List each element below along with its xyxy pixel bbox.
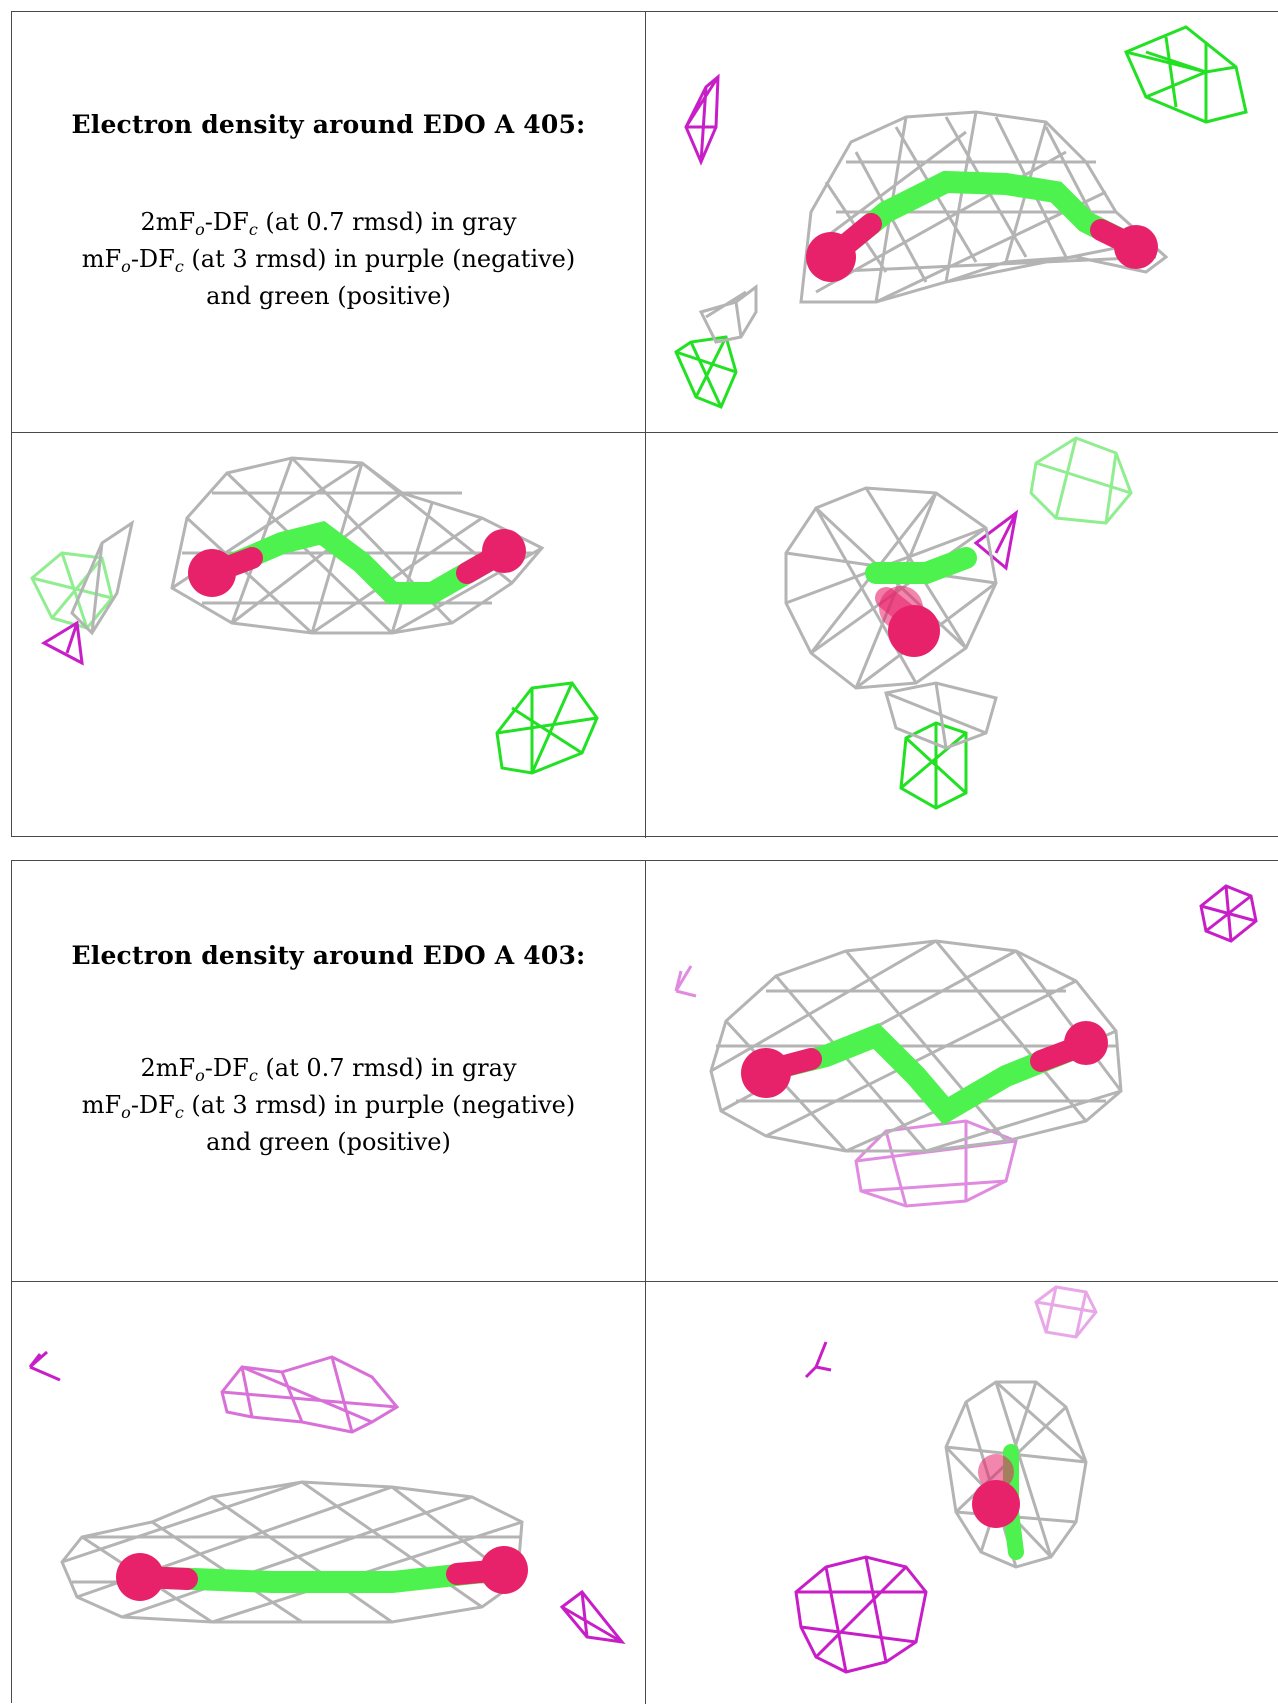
legend-line-2mfo: 2mFo-DFc (at 0.7 rmsd) in gray xyxy=(140,208,517,239)
caption-cell: Electron density around EDO A 403: 2mFo-… xyxy=(12,861,645,1281)
oxygen-atom xyxy=(480,1546,528,1594)
panel-heading: Electron density around EDO A 405: xyxy=(71,110,586,139)
oxygen-atom xyxy=(972,1480,1020,1528)
legend-line-colors: and green (positive) xyxy=(206,282,451,310)
panel-table-edo-403: Electron density around EDO A 403: 2mFo-… xyxy=(11,860,1278,1704)
panel-description: 2mFo-DFc (at 0.7 rmsd) in gray mFo-DFc (… xyxy=(12,1050,645,1161)
density-view-2 xyxy=(12,433,645,838)
oxygen-atom xyxy=(978,1454,1014,1490)
negative-density-mesh xyxy=(794,1341,928,1674)
legend-line-mfo: mFo-DFc (at 3 rmsd) in purple (negative) xyxy=(81,1091,576,1122)
legend-line-mfo: mFo-DFc (at 3 rmsd) in purple (negative) xyxy=(81,245,576,276)
negative-density-mesh xyxy=(1199,884,1258,943)
column-divider xyxy=(645,861,646,1704)
positive-density-mesh xyxy=(899,721,968,810)
positive-density-mesh xyxy=(674,25,1248,409)
negative-density-mesh-light xyxy=(1034,1285,1098,1339)
density-view-3 xyxy=(646,433,1278,838)
legend-line-colors: and green (positive) xyxy=(206,1128,451,1156)
negative-density-mesh xyxy=(28,1350,626,1645)
ligand-bonds xyxy=(131,1559,513,1593)
caption-cell: Electron density around EDO A 405: 2mFo-… xyxy=(12,12,645,432)
oxygen-atom xyxy=(1114,225,1158,269)
legend-line-2mfo: 2mFo-DFc (at 0.7 rmsd) in gray xyxy=(140,1054,517,1085)
density-view-6 xyxy=(646,1282,1278,1704)
panel-description: 2mFo-DFc (at 0.7 rmsd) in gray mFo-DFc (… xyxy=(12,204,645,315)
positive-density-mesh xyxy=(495,681,599,775)
negative-density-mesh-light xyxy=(220,1355,400,1434)
oxygen-atom xyxy=(482,529,526,573)
oxygen-atom xyxy=(741,1048,791,1098)
panel-table-edo-405: Electron density around EDO A 405: 2mFo-… xyxy=(11,11,1278,838)
negative-density-mesh-light xyxy=(674,965,1018,1208)
negative-density-mesh xyxy=(40,620,84,666)
row-divider xyxy=(12,432,1278,433)
oxygen-atom xyxy=(888,605,940,657)
positive-density-mesh-light xyxy=(1029,436,1133,525)
positive-density-mesh-light xyxy=(30,551,114,630)
density-view-4 xyxy=(646,861,1278,1281)
oxygen-atom xyxy=(806,232,856,282)
column-divider xyxy=(645,12,646,838)
gray-density-mesh xyxy=(60,1480,524,1624)
oxygen-atom xyxy=(188,549,236,597)
oxygen-atom xyxy=(1064,1021,1108,1065)
oxygen-atom xyxy=(116,1553,164,1601)
density-view-5 xyxy=(12,1282,645,1704)
density-view-1 xyxy=(646,12,1278,432)
negative-density-mesh xyxy=(684,73,720,166)
row-divider xyxy=(12,1281,1278,1282)
panel-heading: Electron density around EDO A 403: xyxy=(71,941,586,970)
negative-density-mesh xyxy=(973,509,1019,571)
